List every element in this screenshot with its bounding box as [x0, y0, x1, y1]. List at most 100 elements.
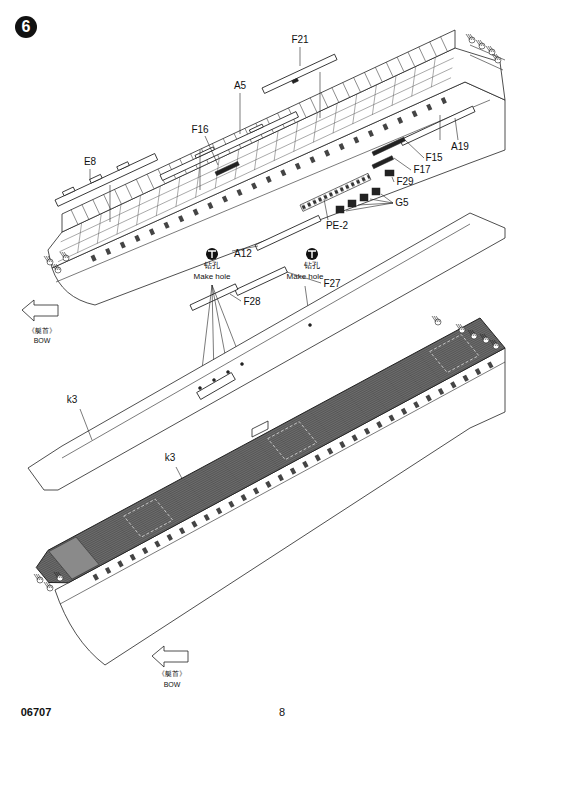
grid-line: [137, 195, 141, 225]
gallery-post: [386, 62, 393, 76]
gun-barrel: [64, 252, 68, 258]
gallery-post: [310, 98, 317, 112]
gallery-post: [321, 93, 328, 107]
gallery-post: [147, 174, 154, 188]
gun-barrel: [36, 574, 40, 580]
part-number: F15: [425, 153, 442, 163]
part-number: F21: [291, 35, 308, 45]
part-number: k3: [67, 395, 78, 405]
gun-barrel: [494, 54, 498, 60]
gun-barrel: [56, 572, 60, 578]
gun-barrel: [434, 316, 438, 322]
hull-opening: [339, 441, 345, 448]
gun-barrel: [456, 324, 460, 330]
hull-opening: [134, 235, 140, 242]
hull-opening: [412, 110, 418, 117]
grid-line: [274, 131, 278, 161]
gallery-posts: [71, 37, 447, 225]
hull-opening: [193, 209, 199, 216]
gun-barrel: [482, 334, 486, 340]
gun-barrel: [472, 330, 476, 336]
hull-opening: [389, 414, 395, 421]
hull-opening: [290, 467, 296, 474]
assembled-hull: [55, 348, 505, 665]
hull-opening: [117, 560, 123, 567]
part-number: F29: [396, 177, 413, 187]
hull-opening: [265, 481, 271, 488]
gun-barrel: [44, 582, 48, 588]
grid-line: [353, 94, 357, 124]
gun-barrel: [492, 54, 496, 60]
direction-label: 《艇首》: [28, 327, 56, 334]
grid-line: [255, 140, 259, 170]
hull-opening: [302, 461, 308, 468]
hull-opening: [295, 163, 301, 170]
grid-line: [176, 177, 180, 207]
gun-barrel: [486, 46, 490, 52]
hull-opening: [327, 448, 333, 455]
gallery-post: [343, 82, 350, 96]
gun-barrel: [460, 324, 464, 330]
hull-opening: [324, 150, 330, 157]
hull-opening: [222, 195, 228, 202]
gun-barrel: [46, 582, 50, 588]
hull-opening: [204, 514, 210, 521]
grid-line: [59, 68, 452, 252]
gun-barrel: [490, 46, 494, 52]
island: [252, 421, 268, 437]
gallery-post: [115, 189, 122, 203]
gun-barrel: [48, 582, 52, 588]
hull-opening: [309, 156, 315, 163]
grid-line: [196, 168, 200, 198]
gallery-post: [408, 52, 415, 66]
part-number: A5: [234, 81, 246, 91]
gallery-post: [71, 210, 78, 224]
hull-opening: [339, 143, 345, 150]
direction-label: BOW: [34, 337, 51, 344]
hull-opening: [251, 182, 257, 189]
hull-opening: [191, 521, 197, 528]
bow-arrow: [22, 300, 58, 321]
grid-line: [58, 78, 451, 262]
gallery-post: [397, 57, 404, 71]
gun-barrel: [60, 252, 64, 258]
grid-line: [412, 66, 416, 96]
hull-opening: [120, 241, 126, 248]
hull-opening: [164, 222, 170, 229]
hull-opening: [241, 494, 247, 501]
hull-opening: [228, 501, 234, 508]
grid-line: [156, 186, 160, 216]
part-number: k3: [165, 453, 176, 463]
hull-opening: [266, 176, 272, 183]
hull-opening: [105, 567, 111, 574]
gallery-post: [332, 88, 339, 102]
direction-label: BOW: [164, 681, 181, 688]
gun-barrel: [34, 574, 38, 580]
hull-opening: [105, 248, 111, 255]
gallery-post: [375, 67, 382, 81]
gallery-post: [441, 37, 448, 51]
gallery-post: [354, 77, 361, 91]
gallery-post: [82, 205, 89, 219]
page-number: 8: [279, 707, 285, 718]
part-number: E8: [84, 157, 96, 167]
hull-openings: [91, 97, 447, 262]
hull-opening: [154, 540, 160, 547]
gun-barrel: [466, 34, 470, 40]
part-number: F16: [191, 125, 208, 135]
gallery-post: [299, 103, 306, 117]
hull-opening: [93, 574, 99, 581]
hull-opening: [364, 428, 370, 435]
hull-opening: [401, 408, 407, 415]
gallery-post: [104, 194, 111, 208]
hull-opening: [167, 534, 173, 541]
part-number: A19: [451, 142, 469, 152]
step-number: 6: [15, 16, 37, 38]
hull-openings: [93, 361, 494, 580]
hull-opening: [91, 255, 97, 262]
bow-arrow: [152, 646, 188, 667]
direction-label: 《艇首》: [158, 670, 186, 677]
hull-opening: [475, 368, 481, 375]
gun-barrel: [54, 264, 58, 270]
hull-opening: [368, 130, 374, 137]
